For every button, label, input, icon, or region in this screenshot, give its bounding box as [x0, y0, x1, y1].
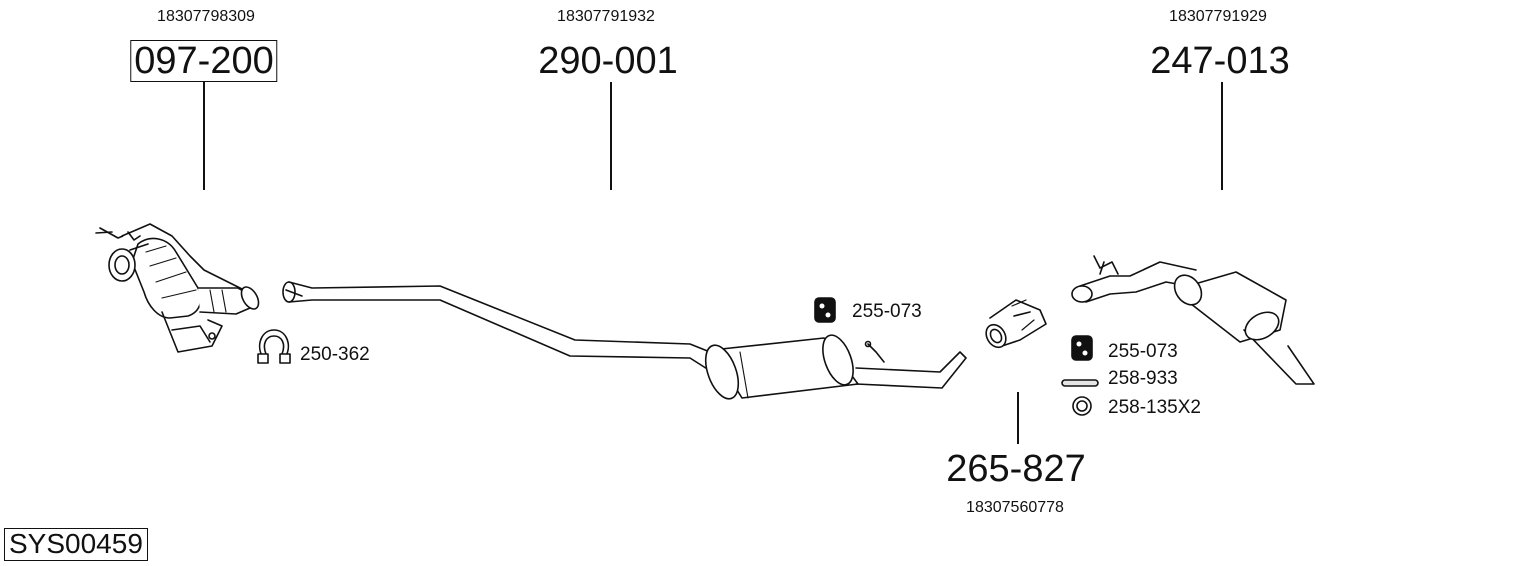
oem-number: 18307560778	[966, 499, 1064, 516]
part-number[interactable]: 290-001	[538, 40, 678, 82]
accessory-label[interactable]: 258-135X2	[1108, 397, 1201, 418]
leader-line	[1221, 82, 1223, 190]
clamp-icon	[257, 329, 291, 364]
ring-gasket-icon	[1072, 396, 1092, 416]
leader-line	[610, 82, 612, 190]
part-number[interactable]: 247-013	[1150, 40, 1290, 82]
rear-muffler-icon	[1071, 255, 1315, 385]
part-number[interactable]: 097-200	[130, 40, 278, 82]
accessory-label[interactable]: 258-933	[1108, 368, 1178, 389]
leader-line	[1017, 392, 1019, 444]
pin-icon	[1061, 379, 1099, 387]
rubber-hanger-icon	[1071, 335, 1093, 361]
oem-number: 18307798309	[157, 8, 255, 25]
leader-line	[203, 82, 205, 190]
accessory-label[interactable]: 255-073	[852, 301, 922, 322]
front-muffler-icon	[704, 334, 967, 400]
part-number[interactable]: 265-827	[946, 448, 1086, 490]
oem-number: 18307791932	[557, 8, 655, 25]
catalytic-converter-icon	[95, 223, 260, 353]
middle-pipe-icon	[282, 281, 721, 373]
accessory-label[interactable]: 250-362	[300, 344, 370, 365]
rubber-hanger-icon	[814, 297, 836, 323]
pipe-connector-icon	[985, 299, 1047, 349]
accessory-label[interactable]: 255-073	[1108, 341, 1178, 362]
system-code: SYS00459	[4, 528, 148, 561]
oem-number: 18307791929	[1169, 8, 1267, 25]
